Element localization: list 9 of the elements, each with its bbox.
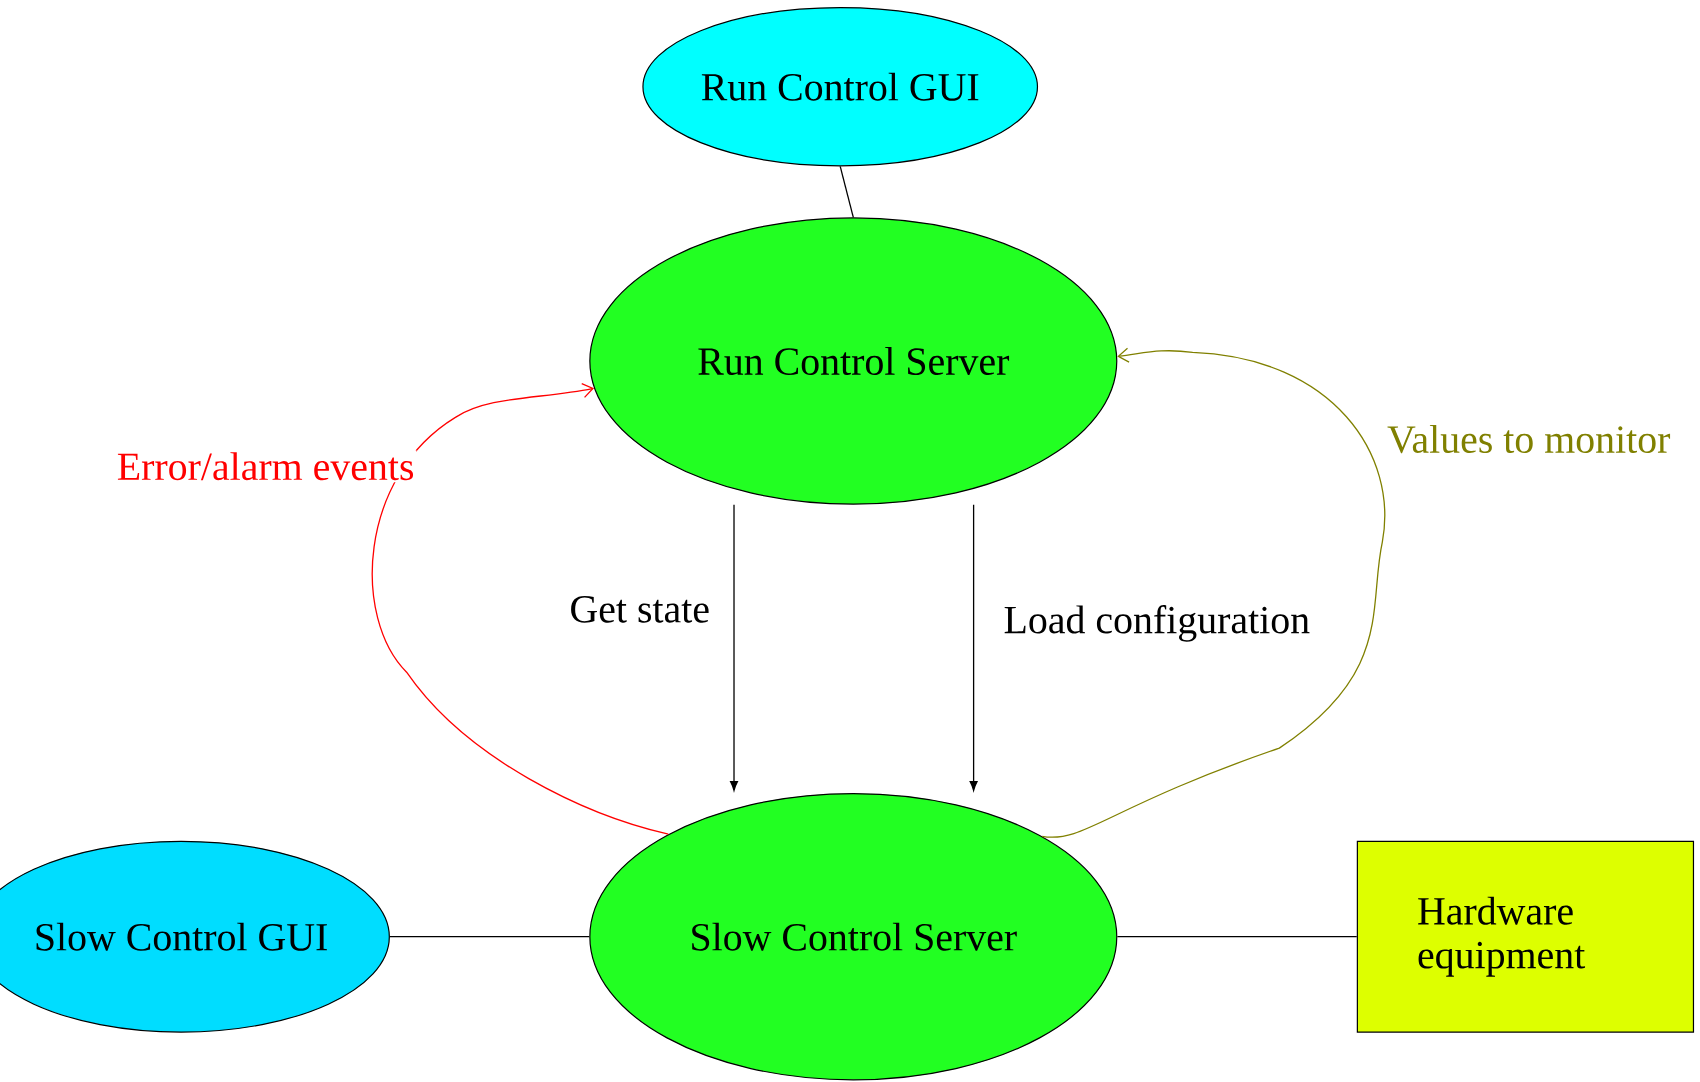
edge-label: Get state [567,593,712,625]
arrow [969,504,978,791]
arrow [730,504,739,791]
arrow [371,383,669,835]
arrow [1041,347,1386,838]
edge-label: Error/alarm events [114,450,417,483]
edge-label: Values to monitor [1385,423,1673,456]
edge-label: Load configuration [1001,603,1313,644]
equipment-box: Hardware equipment [1356,840,1695,1033]
